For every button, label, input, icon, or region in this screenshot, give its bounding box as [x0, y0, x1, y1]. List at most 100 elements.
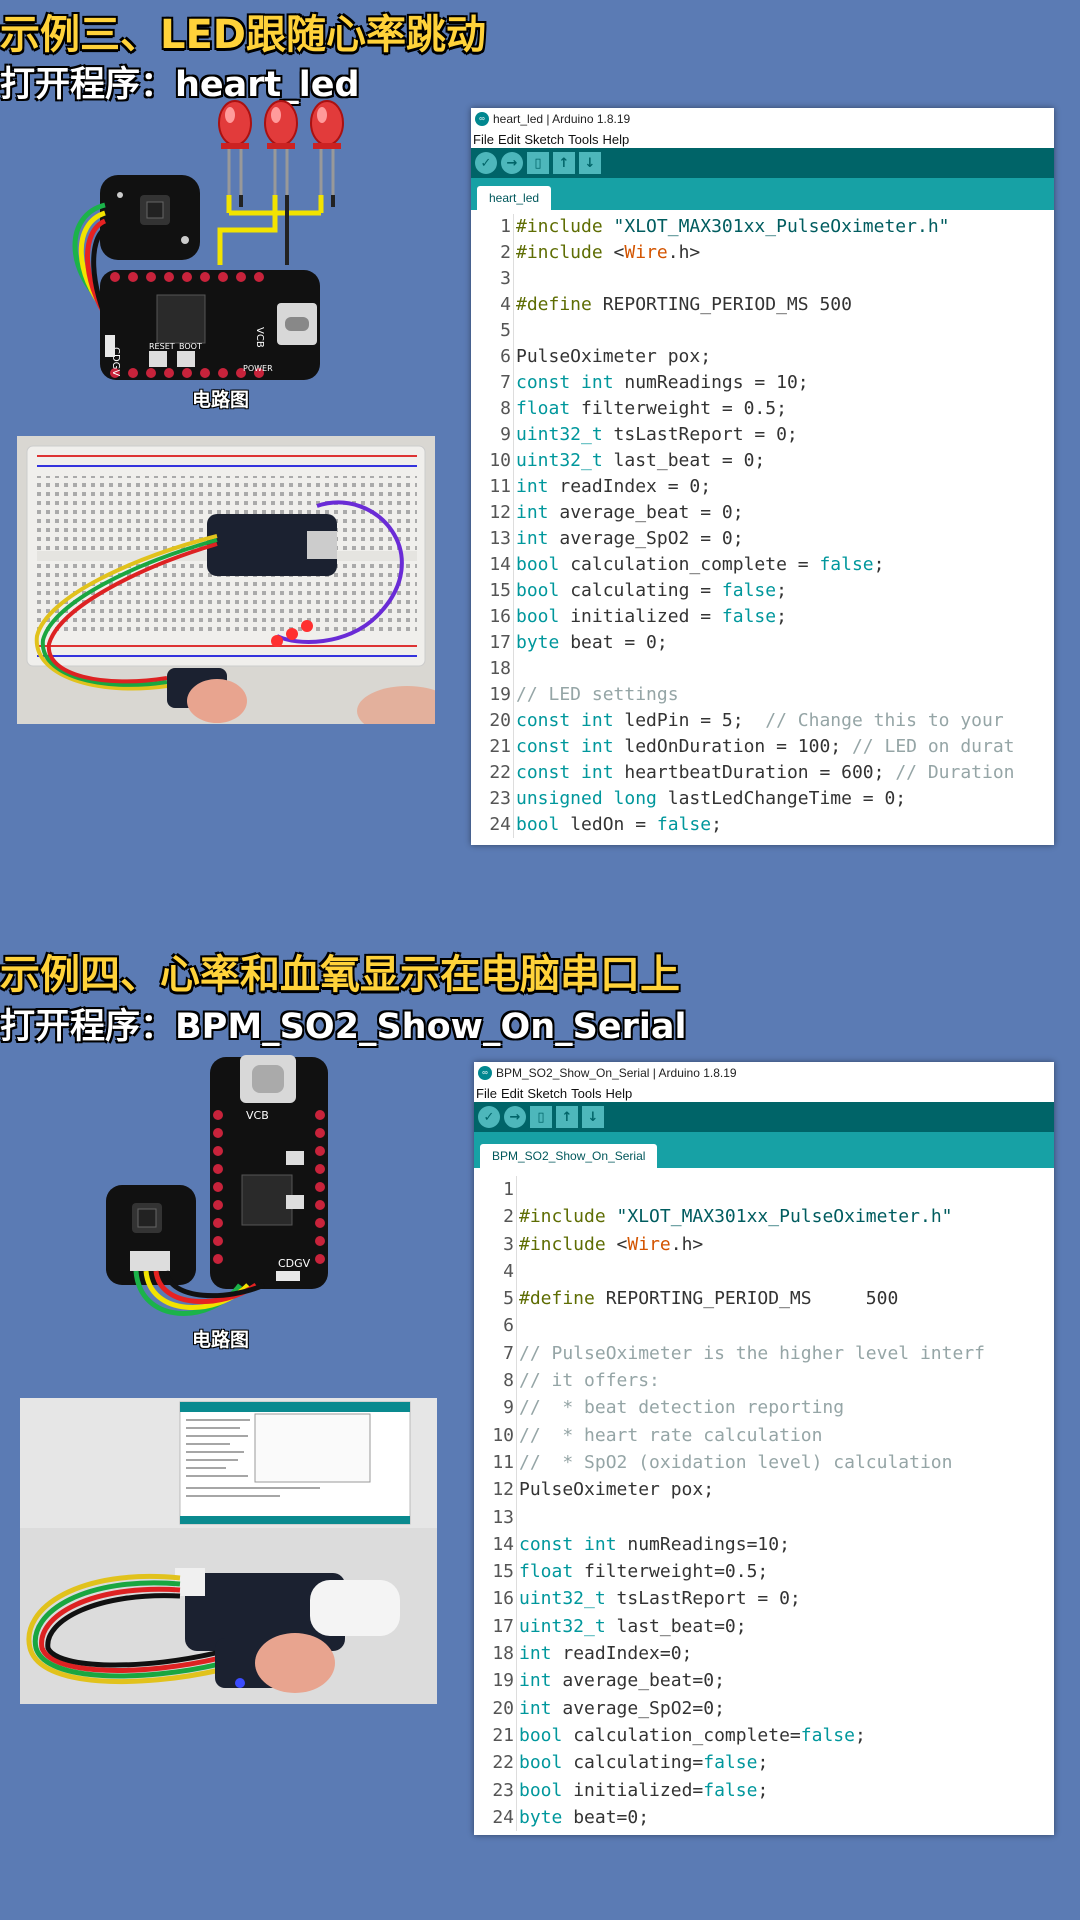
menu-sketch[interactable]: Sketch	[524, 131, 565, 147]
code-line[interactable]: 4	[474, 1257, 1054, 1286]
section4-arduino-ide-window[interactable]: ∞ BPM_SO2_Show_On_Serial | Arduino 1.8.1…	[474, 1062, 1054, 1835]
code-line[interactable]: 1	[474, 1176, 1054, 1204]
menu-help[interactable]: Help	[602, 131, 630, 147]
code-token: false	[656, 814, 712, 835]
line-number: 20	[492, 1697, 514, 1719]
save-icon[interactable]: ↓	[582, 1106, 604, 1128]
menu-edit[interactable]: Edit	[497, 131, 521, 147]
menu-tools[interactable]: Tools	[568, 131, 599, 147]
code-line[interactable]: 5	[471, 318, 1054, 344]
code-line[interactable]: 8// it offers:	[474, 1367, 1054, 1395]
menu-edit[interactable]: Edit	[500, 1085, 524, 1101]
tab-bpm-so2-show-on-serial[interactable]: BPM_SO2_Show_On_Serial	[480, 1144, 658, 1168]
menu-tools[interactable]: Tools	[571, 1085, 602, 1101]
code-editor[interactable]: 1#include "XLOT_MAX301xx_PulseOximeter.h…	[471, 210, 1054, 838]
code-line[interactable]: 1#include "XLOT_MAX301xx_PulseOximeter.h…	[471, 214, 1054, 240]
code-text: // * beat detection reporting	[519, 1394, 844, 1421]
code-text: int average_beat = 0;	[516, 500, 744, 526]
new-icon[interactable]: ▯	[530, 1106, 552, 1128]
new-icon[interactable]: ▯	[527, 152, 549, 174]
upload-icon[interactable]: →	[504, 1106, 526, 1128]
line-number: 22	[492, 1752, 514, 1774]
menu-help[interactable]: Help	[605, 1085, 633, 1101]
red-led-icon	[218, 100, 252, 195]
menu-sketch[interactable]: Sketch	[527, 1085, 568, 1101]
menu-file[interactable]: File	[476, 1085, 497, 1101]
open-icon[interactable]: ↑	[553, 152, 575, 174]
code-line[interactable]: 10// * heart rate calculation	[474, 1421, 1054, 1449]
section3-arduino-ide-window[interactable]: ∞ heart_led | Arduino 1.8.19 File Edit S…	[471, 108, 1054, 845]
code-token: ;	[854, 1724, 866, 1746]
gutter-divider	[513, 812, 514, 838]
code-line[interactable]: 13	[474, 1503, 1054, 1531]
code-token: average_beat = 0;	[548, 502, 744, 523]
ide-toolbar: ✓ → ▯ ↑ ↓	[471, 148, 1054, 178]
red-led-icon	[264, 100, 298, 195]
code-line[interactable]: 19// LED settings	[471, 682, 1054, 708]
code-line[interactable]: 3	[471, 266, 1054, 292]
tab-heart-led[interactable]: heart_led	[477, 186, 552, 210]
code-line[interactable]: 5#define REPORTING_PERIOD_MS 500	[474, 1285, 1054, 1313]
code-line[interactable]: 11// * SpO2 (oxidation level) calculatio…	[474, 1448, 1054, 1477]
code-token: uint32_t	[516, 450, 603, 471]
verify-icon[interactable]: ✓	[475, 152, 497, 174]
code-line[interactable]: 2#include "XLOT_MAX301xx_PulseOximeter.h…	[474, 1203, 1054, 1231]
gutter-divider	[516, 1640, 517, 1668]
code-line[interactable]: 3#include <Wire.h>	[474, 1230, 1054, 1258]
code-token: beat = 0;	[559, 632, 668, 653]
ide-window-title: heart_led | Arduino 1.8.19	[493, 112, 631, 126]
code-token: tsLastReport = 0;	[602, 424, 798, 445]
code-text: uint32_t tsLastReport = 0;	[516, 422, 798, 448]
code-line[interactable]: 7// PulseOximeter is the higher level in…	[474, 1339, 1054, 1368]
code-token: calculating =	[559, 580, 722, 601]
code-token: false	[800, 1724, 855, 1746]
menu-file[interactable]: File	[473, 131, 494, 147]
upload-icon[interactable]: →	[501, 152, 523, 174]
code-token: ;	[776, 606, 787, 627]
gutter-divider	[516, 1203, 517, 1231]
open-icon[interactable]: ↑	[556, 1106, 578, 1128]
save-icon[interactable]: ↓	[579, 152, 601, 174]
line-number: 11	[492, 1451, 514, 1473]
code-line[interactable]: 2#include <Wire.h>	[471, 240, 1054, 266]
code-line[interactable]: 6	[474, 1312, 1054, 1340]
code-line[interactable]: 4#define REPORTING_PERIOD_MS 500	[471, 292, 1054, 318]
verify-icon[interactable]: ✓	[478, 1106, 500, 1128]
code-line[interactable]: 9// * beat detection reporting	[474, 1394, 1054, 1422]
code-text: const int numReadings=10;	[519, 1531, 790, 1558]
gutter-divider	[513, 760, 514, 786]
code-token: false	[721, 580, 777, 601]
line-number: 11	[489, 476, 511, 497]
code-line[interactable]: 18	[471, 656, 1054, 682]
